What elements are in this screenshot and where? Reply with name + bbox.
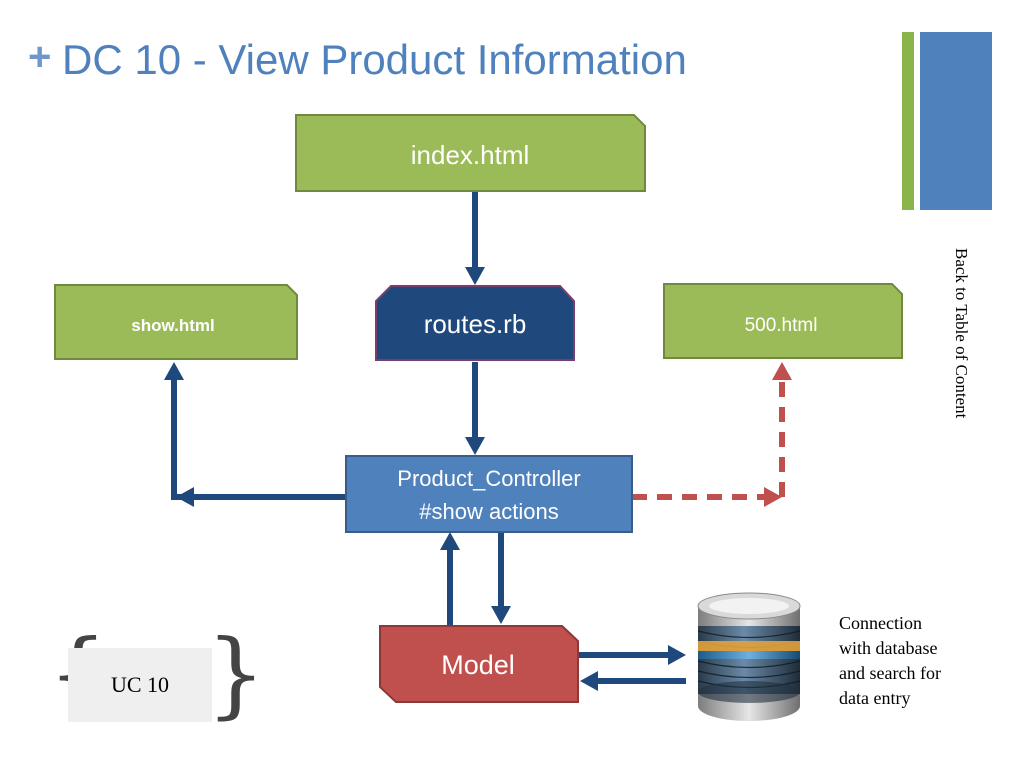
- brace-close-icon: }: [206, 620, 266, 729]
- node-model-label: Model: [441, 650, 515, 680]
- accent-bar-blue: [920, 32, 992, 210]
- arrow-controller-to-error-dashed: [632, 362, 792, 507]
- plus-icon: +: [28, 35, 52, 79]
- database-caption: Connection with database and search for …: [839, 611, 1009, 711]
- node-controller-line1: Product_Controller: [397, 466, 580, 491]
- node-show-html-label: show.html: [131, 316, 214, 335]
- arrow-routes-to-controller: [465, 362, 485, 455]
- accent-bar-green: [902, 32, 914, 210]
- node-show-html: show.html: [54, 284, 298, 360]
- use-case-box: UC 10: [68, 648, 212, 722]
- node-error-500-label: 500.html: [745, 315, 818, 336]
- database-caption-line: Connection: [839, 613, 922, 633]
- node-index-html: index.html: [295, 114, 646, 192]
- arrow-database-to-model: [580, 671, 686, 691]
- node-index-html-label: index.html: [411, 140, 530, 170]
- arrow-model-to-controller: [440, 532, 460, 625]
- arrow-model-to-database: [578, 645, 686, 665]
- database-caption-line: with database: [839, 638, 938, 658]
- slide-title: DC 10 - View Product Information: [62, 36, 687, 83]
- node-routes-rb: routes.rb: [375, 285, 575, 361]
- back-to-toc-link[interactable]: Back to Table of Content: [952, 248, 971, 419]
- database-caption-line: data entry: [839, 688, 911, 708]
- node-error-500-html: 500.html: [663, 283, 903, 359]
- arrow-index-to-routes: [465, 192, 485, 285]
- node-routes-rb-label: routes.rb: [424, 309, 527, 339]
- node-product-controller: Product_Controller #show actions: [345, 455, 633, 533]
- title-row: + DC 10 - View Product Information: [28, 34, 687, 86]
- arrow-controller-to-show: [164, 362, 346, 507]
- arrow-controller-to-model: [491, 532, 511, 624]
- use-case-label: UC 10: [110, 672, 170, 697]
- database-caption-line: and search for: [839, 663, 941, 683]
- node-model: Model: [379, 625, 579, 703]
- node-controller-line2: #show actions: [419, 499, 558, 524]
- database-icon: [697, 592, 801, 721]
